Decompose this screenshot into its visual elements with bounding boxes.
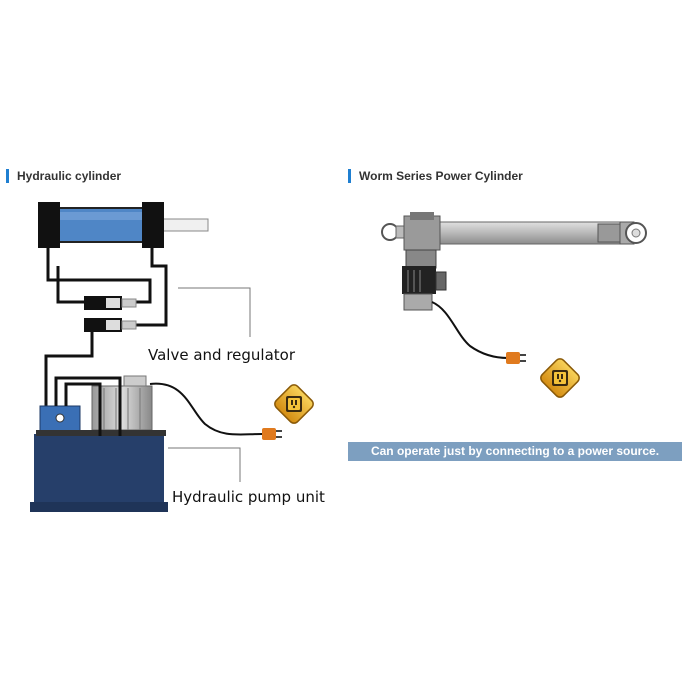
worm-power-cylinder xyxy=(381,212,647,311)
valve-block xyxy=(84,296,137,332)
pump-callout-line xyxy=(168,447,241,482)
pump-power-cord xyxy=(149,382,263,436)
power-outlet-icon xyxy=(540,358,580,398)
hydraulic-hoses xyxy=(44,248,168,406)
power-plug-icon xyxy=(262,428,282,440)
power-plug-icon xyxy=(506,352,526,364)
power-source-banner: Can operate just by connecting to a powe… xyxy=(348,442,682,461)
hydraulic-cylinder xyxy=(38,202,209,248)
hydraulic-pump-unit xyxy=(30,375,168,512)
pump-label: Hydraulic pump unit xyxy=(172,488,325,506)
worm-series-title: Worm Series Power Cylinder xyxy=(348,169,523,183)
valve-label: Valve and regulator xyxy=(148,346,296,364)
valve-callout-line xyxy=(178,287,251,337)
hydraulic-cylinder-title: Hydraulic cylinder xyxy=(6,169,121,183)
worm-power-cord xyxy=(431,301,509,359)
power-outlet-icon xyxy=(274,384,314,424)
